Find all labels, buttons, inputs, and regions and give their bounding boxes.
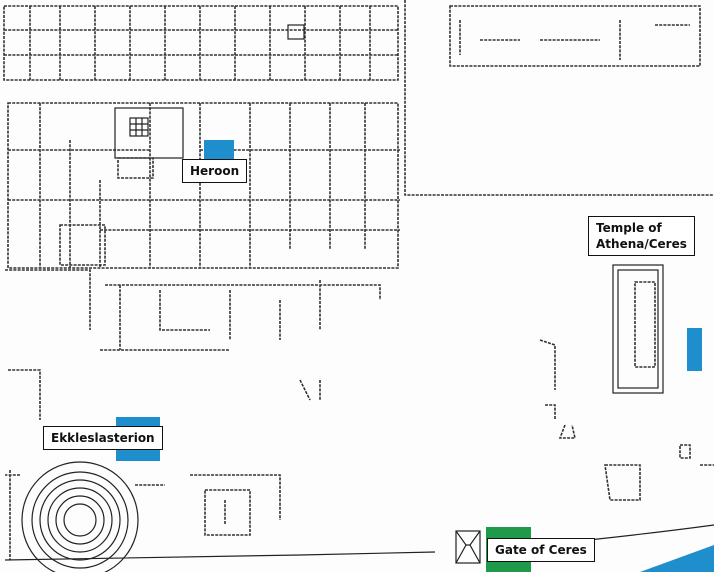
temple-marker	[687, 328, 702, 371]
central-insulae	[7, 102, 400, 269]
water-area	[640, 545, 714, 572]
east-remains	[539, 339, 714, 501]
temple-label-line1: Temple of	[596, 221, 662, 235]
heroon-marker	[204, 140, 234, 160]
ekklesiasterion-plan	[5, 461, 281, 572]
southwest-insulae	[5, 269, 381, 420]
heroon-label[interactable]: Heroon	[182, 159, 248, 183]
gate-label[interactable]: Gate of Ceres	[487, 538, 595, 562]
gate-icon	[455, 530, 481, 564]
road-line	[4, 551, 436, 561]
temple-label[interactable]: Temple of Athena/Ceres	[588, 216, 695, 256]
ekklesiasterion-label[interactable]: Ekkleslasterion	[43, 426, 163, 450]
temple-plan	[612, 264, 664, 394]
temple-label-line2: Athena/Ceres	[596, 237, 687, 251]
northwest-insulae	[3, 5, 399, 81]
northeast-insula	[404, 0, 714, 196]
